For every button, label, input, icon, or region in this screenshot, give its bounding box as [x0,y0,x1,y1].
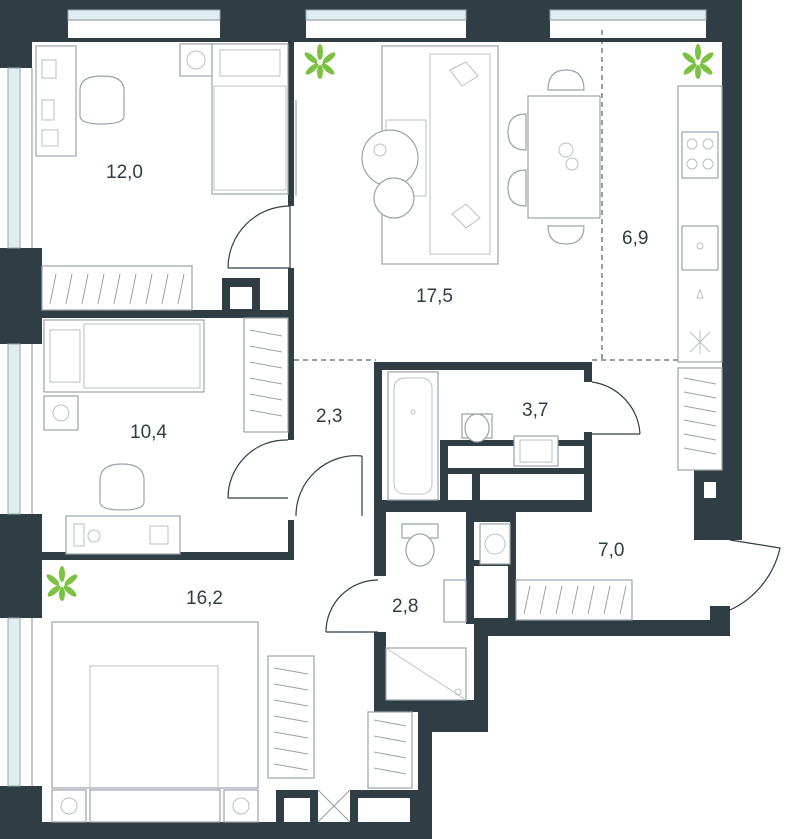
bedroom-1-furniture [35,43,297,311]
bathroom-furniture [387,371,559,501]
stove-icon [681,131,719,179]
coffee-table-icon [361,129,419,187]
area-label-shower-room: 2,8 [392,596,418,617]
wardrobe-icon [515,579,633,621]
wardrobe-icon [243,317,289,433]
area-label-living-room: 17,5 [416,286,453,307]
shower-room-furniture [385,523,467,701]
kitchen-furniture [677,85,723,471]
master-bedroom-furniture [51,621,413,823]
bathtub-icon [387,371,439,501]
doors [227,205,781,633]
plant-icon [46,566,78,601]
area-label-bathroom: 3,7 [522,400,548,421]
living-furniture [361,45,601,265]
entrance-furniture [479,523,633,621]
bed-icon [211,43,289,195]
wardrobe-icon [677,367,723,471]
area-labels: 12,0 17,5 6,9 10,4 2,3 3,7 7,0 16,2 2,8 [106,162,648,617]
zone-boundaries [294,30,720,362]
sink-icon [681,225,719,271]
nightstand-icon [179,43,213,77]
sink-icon [443,579,467,623]
bed-icon [51,621,259,789]
area-label-hallway: 2,3 [316,406,342,427]
chair-icon [547,69,585,91]
area-label-kitchen: 6,9 [622,228,648,249]
plant-icon [304,44,336,79]
bed-icon [43,319,205,393]
area-label-entrance-hall: 7,0 [598,540,624,561]
plant-icon [682,44,714,79]
desk-icon [65,515,181,555]
chair-icon [79,75,125,125]
nightstand-icon [43,395,79,431]
area-label-master-bedroom: 16,2 [186,588,223,609]
outer-walls [0,0,742,839]
area-label-bedroom-2: 10,4 [130,422,167,443]
chair-icon [99,463,145,511]
counter-icon [677,85,723,363]
toilet-icon [401,523,439,539]
wardrobe-icon [267,655,315,779]
sink-icon [513,435,559,467]
area-label-bedroom-1: 12,0 [106,162,143,183]
bedroom-2-furniture [43,317,289,555]
